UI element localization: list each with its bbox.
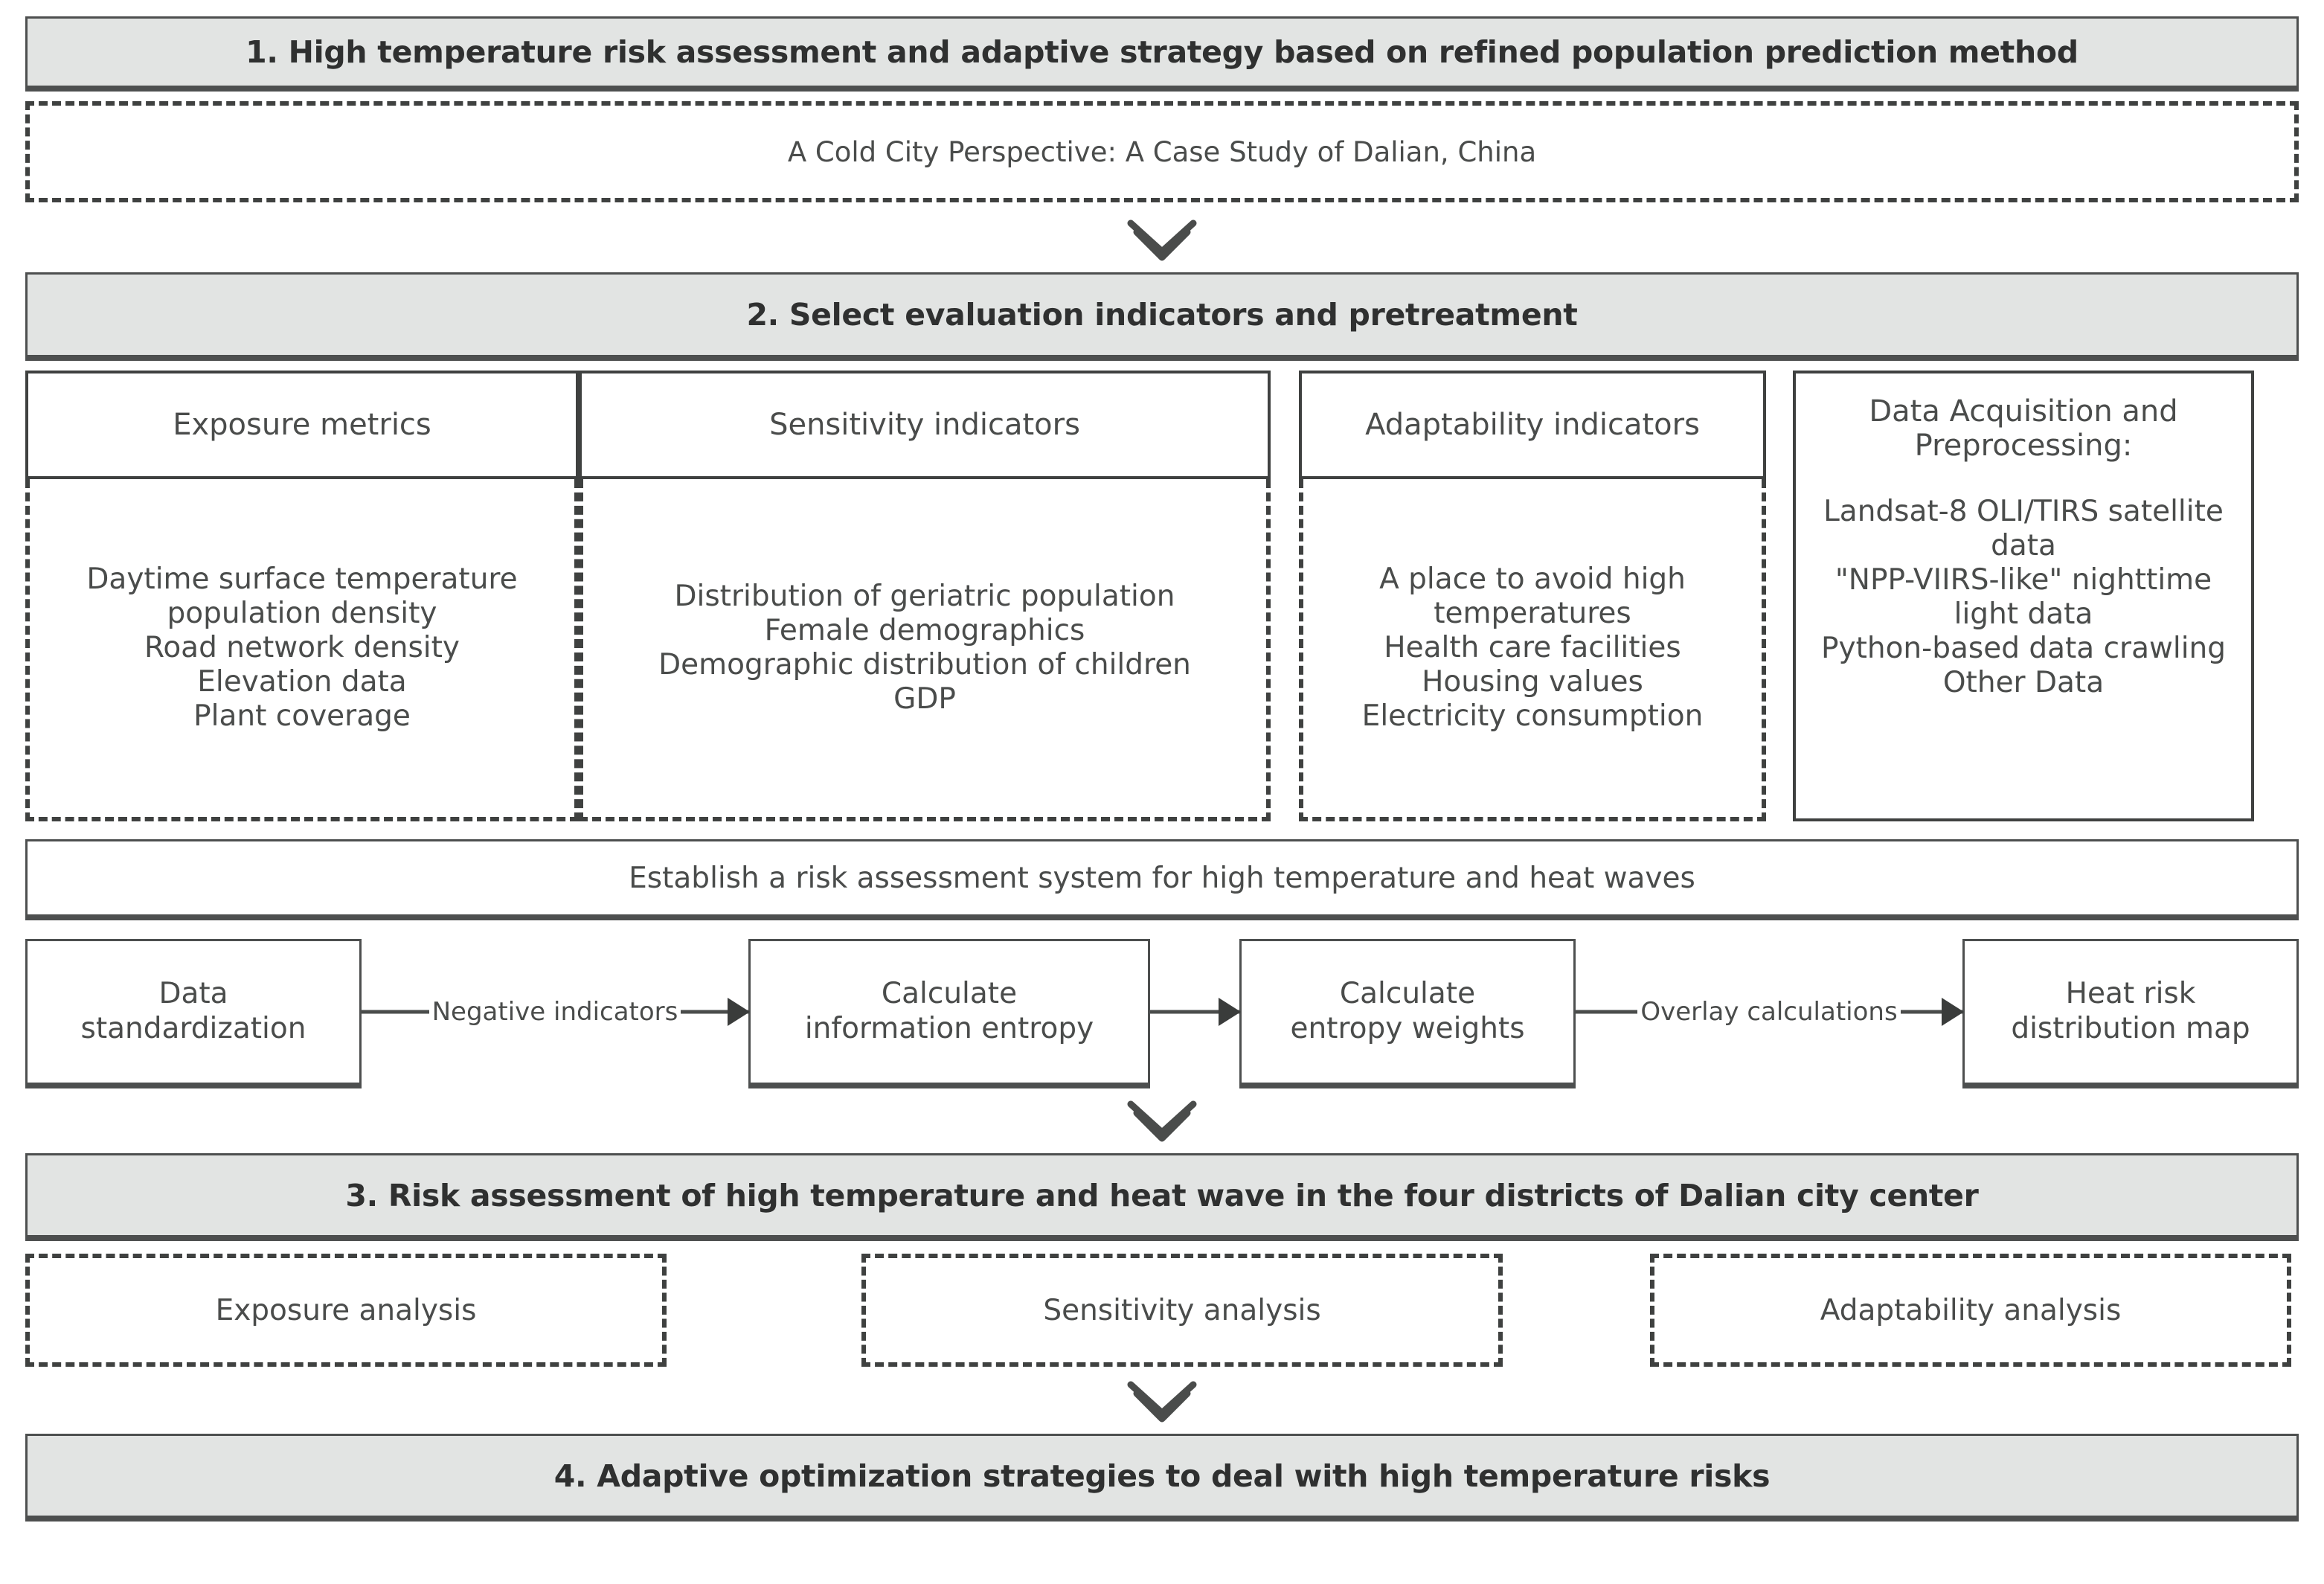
entropy-pipeline: Data standardization Negative indicators… xyxy=(25,937,2299,1086)
arrowhead-icon xyxy=(1942,998,1964,1026)
section-3-title-band: 3. Risk assessment of high temperature a… xyxy=(25,1153,2299,1237)
adaptability-indicators-header: Adaptability indicators xyxy=(1299,371,1766,479)
analysis-row: Exposure analysis Sensitivity analysis A… xyxy=(25,1254,2299,1367)
arrowhead-icon xyxy=(728,998,750,1026)
sensitivity-analysis-box: Sensitivity analysis xyxy=(861,1254,1503,1367)
adaptability-indicators-body: A place to avoid high temperatures Healt… xyxy=(1299,479,1766,821)
section-1-subtitle: A Cold City Perspective: A Case Study of… xyxy=(787,135,1537,168)
connector-2-3 xyxy=(25,1097,2299,1143)
sensitivity-indicators-header: Sensitivity indicators xyxy=(579,371,1271,479)
indicator-columns: Exposure metrics Daytime surface tempera… xyxy=(25,371,2299,821)
exposure-analysis-label: Exposure analysis xyxy=(215,1293,477,1327)
exposure-analysis-box: Exposure analysis xyxy=(25,1254,667,1367)
section-1-title: 1. High temperature risk assessment and … xyxy=(245,34,2079,70)
establish-system-label: Establish a risk assessment system for h… xyxy=(629,861,1695,895)
sensitivity-analysis-label: Sensitivity analysis xyxy=(1043,1293,1321,1327)
adaptability-analysis-box: Adaptability analysis xyxy=(1650,1254,2291,1367)
double-chevron-down-icon xyxy=(1127,1381,1197,1423)
adaptability-analysis-label: Adaptability analysis xyxy=(1820,1293,2122,1327)
exposure-metrics-body: Daytime surface temperature population d… xyxy=(25,479,579,821)
arrowhead-icon xyxy=(1219,998,1241,1026)
section-2-title-band: 2. Select evaluation indicators and pret… xyxy=(25,272,2299,357)
edge-label: Overlay calculations xyxy=(1637,997,1901,1027)
adaptability-indicators-items: A place to avoid high temperatures Healt… xyxy=(1361,562,1704,734)
section-3-title: 3. Risk assessment of high temperature a… xyxy=(345,1177,1979,1213)
section-1-title-band: 1. High temperature risk assessment and … xyxy=(25,16,2299,88)
sensitivity-indicators-column: Sensitivity indicators Distribution of g… xyxy=(579,371,1271,821)
connector-3-4 xyxy=(25,1377,2299,1423)
establish-system-box: Establish a risk assessment system for h… xyxy=(25,839,2299,917)
pipeline-node-data-standardization: Data standardization xyxy=(25,939,362,1085)
data-acquisition-items: Landsat-8 OLI/TIRS satellite data "NPP-V… xyxy=(1820,494,2227,699)
pipeline-edge-plain xyxy=(1150,939,1241,1085)
double-chevron-down-icon xyxy=(1127,219,1197,261)
edge-label: Negative indicators xyxy=(428,997,681,1027)
data-acquisition-column: Data Acquisition and Preprocessing: Land… xyxy=(1793,371,2254,821)
pipeline-node-information-entropy: Calculate information entropy xyxy=(748,939,1150,1085)
pipeline-edge-overlay-calculations: Overlay calculations xyxy=(1576,939,1964,1085)
exposure-metrics-header: Exposure metrics xyxy=(25,371,579,479)
sensitivity-indicators-items: Distribution of geriatric population Fem… xyxy=(658,579,1191,716)
section-4-title: 4. Adaptive optimization strategies to d… xyxy=(553,1458,1771,1494)
double-chevron-down-icon xyxy=(1127,1100,1197,1142)
sensitivity-indicators-body: Distribution of geriatric population Fem… xyxy=(579,479,1271,821)
exposure-metrics-items: Daytime surface temperature population d… xyxy=(86,562,518,734)
section-4-title-band: 4. Adaptive optimization strategies to d… xyxy=(25,1434,2299,1518)
data-acquisition-title: Data Acquisition and Preprocessing: xyxy=(1869,394,2178,464)
adaptability-indicators-header-label: Adaptability indicators xyxy=(1365,408,1700,442)
exposure-metrics-header-label: Exposure metrics xyxy=(173,408,431,442)
section-1-subtitle-box: A Cold City Perspective: A Case Study of… xyxy=(25,101,2299,202)
adaptability-indicators-column: Adaptability indicators A place to avoid… xyxy=(1299,371,1766,821)
pipeline-node-heat-risk-map: Heat risk distribution map xyxy=(1962,939,2299,1085)
pipeline-edge-negative-indicators: Negative indicators xyxy=(362,939,750,1085)
data-acquisition-box: Data Acquisition and Preprocessing: Land… xyxy=(1793,371,2254,821)
sensitivity-indicators-header-label: Sensitivity indicators xyxy=(769,408,1080,442)
edge-line xyxy=(1150,1010,1239,1014)
exposure-metrics-column: Exposure metrics Daytime surface tempera… xyxy=(25,371,579,821)
pipeline-node-entropy-weights: Calculate entropy weights xyxy=(1239,939,1576,1085)
connector-1-2 xyxy=(25,216,2299,262)
section-2-title: 2. Select evaluation indicators and pret… xyxy=(746,297,1578,333)
